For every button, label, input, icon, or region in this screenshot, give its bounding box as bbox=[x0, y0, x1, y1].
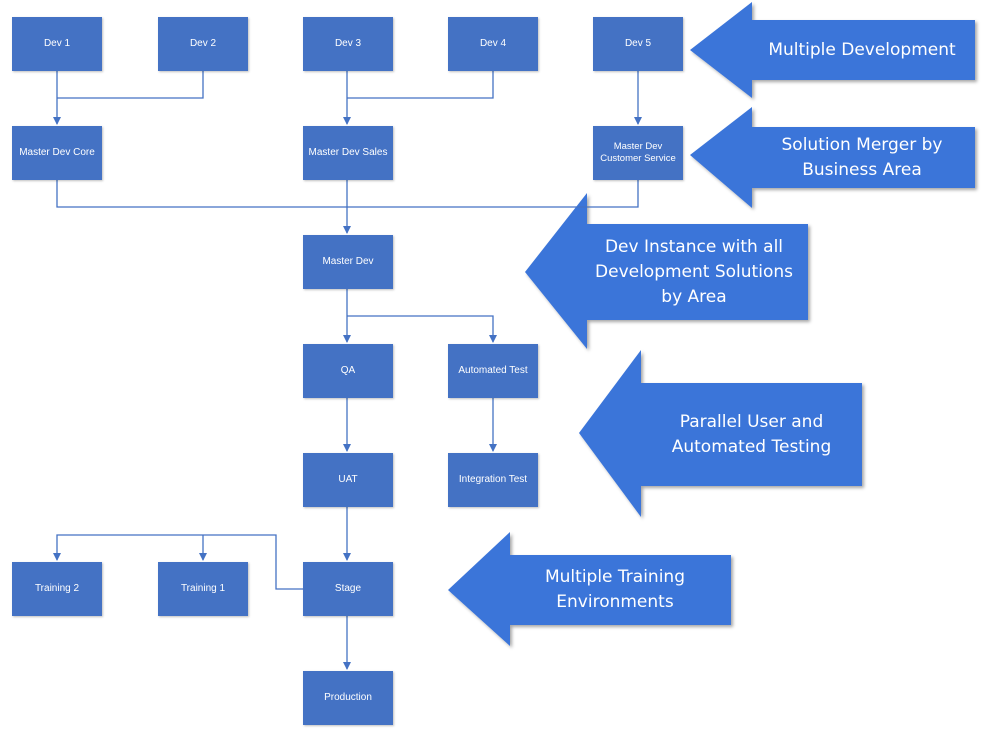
callout-arrow-solution-merger bbox=[690, 107, 975, 208]
node-master-dev-core: Master Dev Core bbox=[12, 126, 102, 180]
callout-arrow-dev-instance bbox=[525, 193, 808, 349]
callout-multiple-training: Multiple Training Environments bbox=[544, 567, 685, 612]
callout-arrow-parallel-testing bbox=[579, 350, 862, 517]
node-master-dev-customer-service: Master Dev Customer Service bbox=[593, 126, 683, 180]
node-dev-1: Dev 1 bbox=[12, 17, 102, 71]
node-training-2: Training 2 bbox=[12, 562, 102, 616]
callout-dev-instance: Dev Instance with all Development Soluti… bbox=[595, 236, 793, 307]
callout-parallel-testing: Parallel User and Automated Testing bbox=[671, 411, 832, 457]
callout-multiple-development: Multiple Development bbox=[768, 39, 956, 60]
node-dev-4: Dev 4 bbox=[448, 17, 538, 71]
node-dev-5: Dev 5 bbox=[593, 17, 683, 71]
node-automated-test: Automated Test bbox=[448, 344, 538, 398]
connector-master-dev-automated-test bbox=[347, 315, 497, 343]
node-master-dev-sales: Master Dev Sales bbox=[303, 126, 393, 180]
node-uat: UAT bbox=[303, 453, 393, 507]
connector-dev2-master-core bbox=[57, 71, 204, 99]
node-production: Production bbox=[303, 671, 393, 725]
node-dev-3: Dev 3 bbox=[303, 17, 393, 71]
node-qa: QA bbox=[303, 344, 393, 398]
node-integration-test: Integration Test bbox=[448, 453, 538, 507]
node-master-dev: Master Dev bbox=[303, 235, 393, 289]
callout-arrow-multiple-training bbox=[448, 532, 731, 646]
connector-stage-training2 bbox=[53, 534, 303, 590]
callout-arrow-multiple-development bbox=[690, 2, 975, 98]
connector-dev4-master-sales bbox=[347, 71, 494, 99]
node-dev-2: Dev 2 bbox=[158, 17, 248, 71]
callout-solution-merger: Solution Merger by Business Area bbox=[781, 134, 943, 180]
node-training-1: Training 1 bbox=[158, 562, 248, 616]
node-stage: Stage bbox=[303, 562, 393, 616]
